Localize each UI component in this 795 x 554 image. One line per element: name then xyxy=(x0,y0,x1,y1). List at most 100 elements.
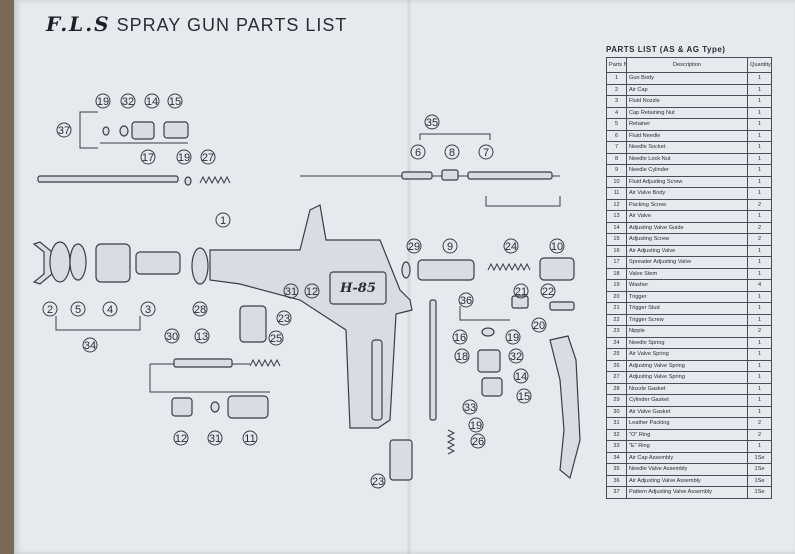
cell-no: 13 xyxy=(606,210,627,223)
callout-18: 18 xyxy=(456,351,468,363)
cell-desc: Adjusting Valve Spring xyxy=(626,359,748,372)
callout-2: 2 xyxy=(47,304,53,316)
callout-19: 19 xyxy=(507,332,519,344)
gun-model-label: H-85 xyxy=(339,281,376,296)
fluid-adjust-parts xyxy=(401,196,575,281)
cell-no: 6 xyxy=(606,129,627,142)
callout-32: 32 xyxy=(122,96,134,108)
callout-12: 12 xyxy=(175,433,187,445)
parts-list-heading: PARTS LIST (AS & AG Type) xyxy=(606,45,726,54)
cell-no: 33 xyxy=(606,440,627,453)
cell-qty: 1 xyxy=(747,72,772,85)
cell-qty: 2 xyxy=(747,233,772,246)
callout-20: 20 xyxy=(533,320,545,332)
cell-no: 22 xyxy=(606,313,627,326)
cell-qty: 2 xyxy=(747,198,772,211)
cell-qty: 1 xyxy=(747,267,772,280)
cell-desc: Washer xyxy=(626,279,748,292)
cell-desc: Fluid Needle xyxy=(626,129,748,142)
column-header-description: Description xyxy=(626,57,748,73)
cell-qty: 2 xyxy=(747,428,772,441)
cell-no: 4 xyxy=(606,106,627,119)
cell-desc: Air Valve xyxy=(626,210,748,223)
cell-no: 28 xyxy=(606,382,627,395)
cell-no: 18 xyxy=(606,267,627,280)
callout-8: 8 xyxy=(449,147,455,159)
cell-no: 16 xyxy=(606,244,627,257)
callout-14: 14 xyxy=(146,96,158,108)
callout-32: 32 xyxy=(510,351,522,363)
callout-21: 21 xyxy=(515,286,527,298)
callout-24: 24 xyxy=(505,241,517,253)
cell-qty: 1 xyxy=(747,187,772,200)
callout-10: 10 xyxy=(551,241,563,253)
cell-qty: 1 xyxy=(747,106,772,119)
cell-qty: 1 xyxy=(747,83,772,96)
cell-qty: 2 xyxy=(747,221,772,234)
cell-qty: 1 xyxy=(747,394,772,407)
cell-no: 31 xyxy=(606,417,627,430)
cell-desc: Nozzle Gasket xyxy=(626,382,748,395)
cell-no: 10 xyxy=(606,175,627,188)
cell-no: 12 xyxy=(606,198,627,211)
cell-qty: 1 xyxy=(747,141,772,154)
cell-qty: 1 xyxy=(747,382,772,395)
cell-desc: Retainer xyxy=(626,118,748,131)
callout-31: 31 xyxy=(285,286,297,298)
cell-qty: 1 xyxy=(747,244,772,257)
cell-desc: Trigger xyxy=(626,290,748,303)
cell-desc: Air Valve Body xyxy=(626,187,748,200)
cell-desc: Gun Body xyxy=(626,72,748,85)
cell-qty: 1Se xyxy=(747,463,772,476)
cell-qty: 4 xyxy=(747,279,772,292)
page-fold xyxy=(406,0,412,554)
cell-desc: Fluid Adjusting Screw xyxy=(626,175,748,188)
callout-29: 29 xyxy=(408,241,420,253)
cell-qty: 1 xyxy=(747,95,772,108)
cell-qty: 1 xyxy=(747,129,772,142)
callout-17: 17 xyxy=(142,152,154,164)
cell-desc: Cap Retaining Nut xyxy=(626,106,748,119)
callout-35: 35 xyxy=(426,117,438,129)
cell-desc: Pattern Adjusting Valve Assembly xyxy=(626,486,748,499)
cell-desc: Needle Valve Assembly xyxy=(626,463,748,476)
cell-desc: Air Valve Gasket xyxy=(626,405,748,418)
callout-31: 31 xyxy=(209,433,221,445)
callout-36: 36 xyxy=(460,295,472,307)
cell-no: 24 xyxy=(606,336,627,349)
exploded-diagram: 19 32 14 15 37 17 19 27 35 6 8 7 1 2 5 4… xyxy=(32,93,581,489)
cell-qty: 1Se xyxy=(747,451,772,464)
cell-no: 35 xyxy=(606,463,627,476)
air-adjust-valve-assembly xyxy=(389,299,510,481)
cell-no: 19 xyxy=(606,279,627,292)
cell-desc: Valve Stem xyxy=(626,267,748,280)
cell-no: 17 xyxy=(606,256,627,269)
cell-desc: Air Cap Assembly xyxy=(626,451,748,464)
cell-qty: 2 xyxy=(747,325,772,338)
callout-6: 6 xyxy=(415,147,421,159)
cell-desc: Adjusting Valve Guide xyxy=(626,221,748,234)
cell-no: 3 xyxy=(606,95,627,108)
cell-no: 21 xyxy=(606,302,627,315)
air-valve-parts xyxy=(149,305,281,419)
cell-desc: "E" Ring xyxy=(626,440,748,453)
callout-12: 12 xyxy=(306,286,318,298)
trigger xyxy=(511,295,581,480)
cell-no: 32 xyxy=(606,428,627,441)
callout-1: 1 xyxy=(220,215,226,227)
